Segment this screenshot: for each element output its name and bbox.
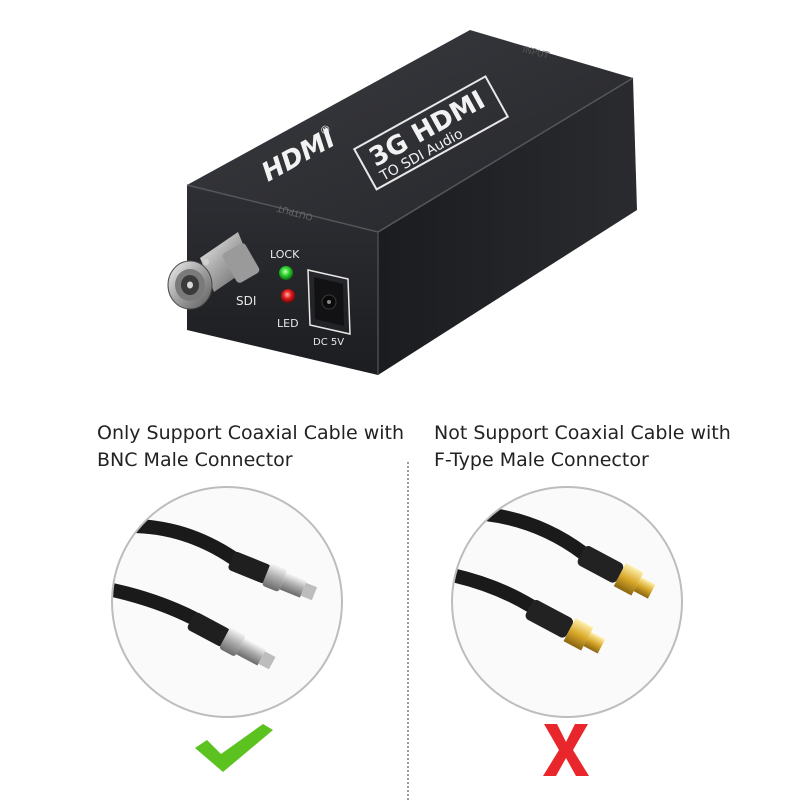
dc-power-jack xyxy=(307,269,351,335)
converter-device: HDMI ® 3G HDMI TO SDI Audio INPUT OUTPUT… xyxy=(167,30,637,375)
check-icon xyxy=(195,724,273,772)
supported-caption: Only Support Coaxial Cable with BNC Male… xyxy=(97,420,404,474)
unsupported-caption-line1: Not Support Coaxial Cable with xyxy=(434,422,731,444)
device-front-face xyxy=(187,185,378,375)
sdi-label: SDI xyxy=(236,294,256,308)
led-label: LED xyxy=(277,317,299,330)
dc-label: DC 5V xyxy=(313,337,344,348)
panel-divider xyxy=(407,462,409,800)
device-top-face xyxy=(187,30,633,232)
lock-led-green xyxy=(279,266,293,280)
ftype-cable-photo xyxy=(451,486,683,718)
x-icon xyxy=(543,724,589,776)
bnc-connector xyxy=(167,232,260,310)
unsupported-caption: Not Support Coaxial Cable with F-Type Ma… xyxy=(434,420,731,474)
unsupported-caption-line2: F-Type Male Connector xyxy=(434,449,649,471)
lock-label: LOCK xyxy=(270,248,300,261)
status-led-red xyxy=(281,289,295,303)
supported-caption-line1: Only Support Coaxial Cable with xyxy=(97,422,405,444)
bnc-cable-photo xyxy=(111,486,343,718)
supported-caption-line2: BNC Male Connector xyxy=(97,449,293,471)
device-side-face xyxy=(378,78,637,375)
